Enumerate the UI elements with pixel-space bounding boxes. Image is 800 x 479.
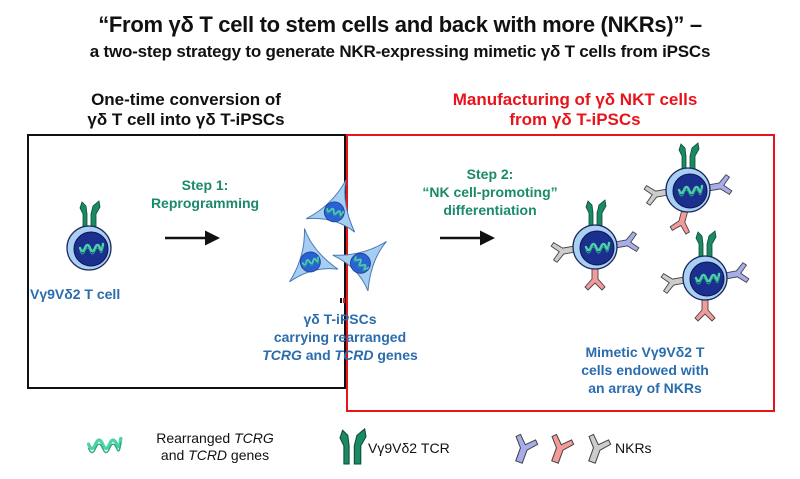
text: and [301, 347, 335, 363]
step2-desc: differentiation [443, 202, 537, 218]
divider-mark [343, 298, 345, 303]
ipsc-label: γδ T-iPSCs carrying rearranged TCRG and … [240, 310, 440, 364]
ipsc-label-line: γδ T-iPSCs [303, 311, 377, 327]
ipsc-cell-icon [281, 224, 339, 282]
vg9vd2-t-cell-icon [67, 200, 111, 270]
nkr-gray-legend-icon [580, 432, 613, 467]
section-title-line: γδ T cell into γδ T-iPSCs [87, 110, 285, 129]
gene-name: TCRG [262, 347, 302, 363]
section-title-line: Manufacturing of γδ NKT cells [452, 90, 698, 109]
step2-desc: “NK cell-promoting” [422, 184, 558, 200]
legend-line: Rearranged TCRG [145, 430, 285, 447]
dna-legend-icon [86, 436, 123, 455]
text: genes [373, 347, 418, 363]
mimetic-t-cell-icon [550, 199, 640, 291]
gene-name: TCRD [188, 447, 228, 463]
section-title-manufacturing: Manufacturing of γδ NKT cells from γδ T-… [380, 90, 770, 130]
ipsc-label-line: TCRG and TCRD genes [240, 346, 440, 364]
legend-genes-label: Rearranged TCRG and TCRD genes [145, 430, 285, 464]
mimetic-t-cell-icon [660, 230, 750, 322]
tcr-legend-icon [339, 428, 367, 465]
t-cell-label: Vγ9Vδ2 T cell [30, 286, 121, 302]
nkr-purple-legend-icon [507, 432, 540, 467]
section-title-line: from γδ T-iPSCs [509, 110, 641, 129]
step1-label: Step 1: Reprogramming [150, 176, 260, 212]
mimetic-label-line: an array of NKRs [588, 380, 702, 396]
section-title-line: One-time conversion of [91, 90, 281, 109]
legend-line: and TCRD genes [145, 447, 285, 464]
step1-desc: Reprogramming [150, 195, 260, 211]
figure-title: “From γδ T cell to stem cells and back w… [98, 12, 702, 37]
ipsc-label-line: carrying rearranged [273, 329, 407, 345]
ipsc-cell-icon [306, 172, 370, 236]
legend-nkrs-label: NKRs [615, 440, 652, 456]
gene-name: TCRG [234, 430, 274, 446]
divider-mark [340, 298, 342, 303]
step1-title: Step 1: [181, 177, 229, 193]
gene-name: TCRD [334, 347, 374, 363]
text: genes [227, 447, 270, 463]
figure-subtitle: a two-step strategy to generate NKR-expr… [89, 42, 711, 61]
legend-tcr-label: Vγ9Vδ2 TCR [368, 440, 450, 456]
step2-label: Step 2: “NK cell-promoting” differentiat… [420, 165, 560, 219]
section-title-conversion: One-time conversion of γδ T cell into γδ… [28, 90, 344, 130]
mimetic-label: Mimetic Vγ9Vδ2 T cells endowed with an a… [570, 343, 720, 397]
ipsc-cell-icon [333, 223, 403, 293]
mimetic-label-line: Mimetic Vγ9Vδ2 T [585, 344, 705, 360]
nkr-pink-legend-icon [543, 432, 576, 467]
mimetic-label-line: cells endowed with [581, 362, 709, 378]
text: and [160, 447, 189, 463]
step2-title: Step 2: [466, 166, 514, 182]
manufacturing-panel [346, 134, 775, 412]
text: Rearranged [156, 430, 235, 446]
mimetic-t-cell-icon [643, 142, 733, 236]
